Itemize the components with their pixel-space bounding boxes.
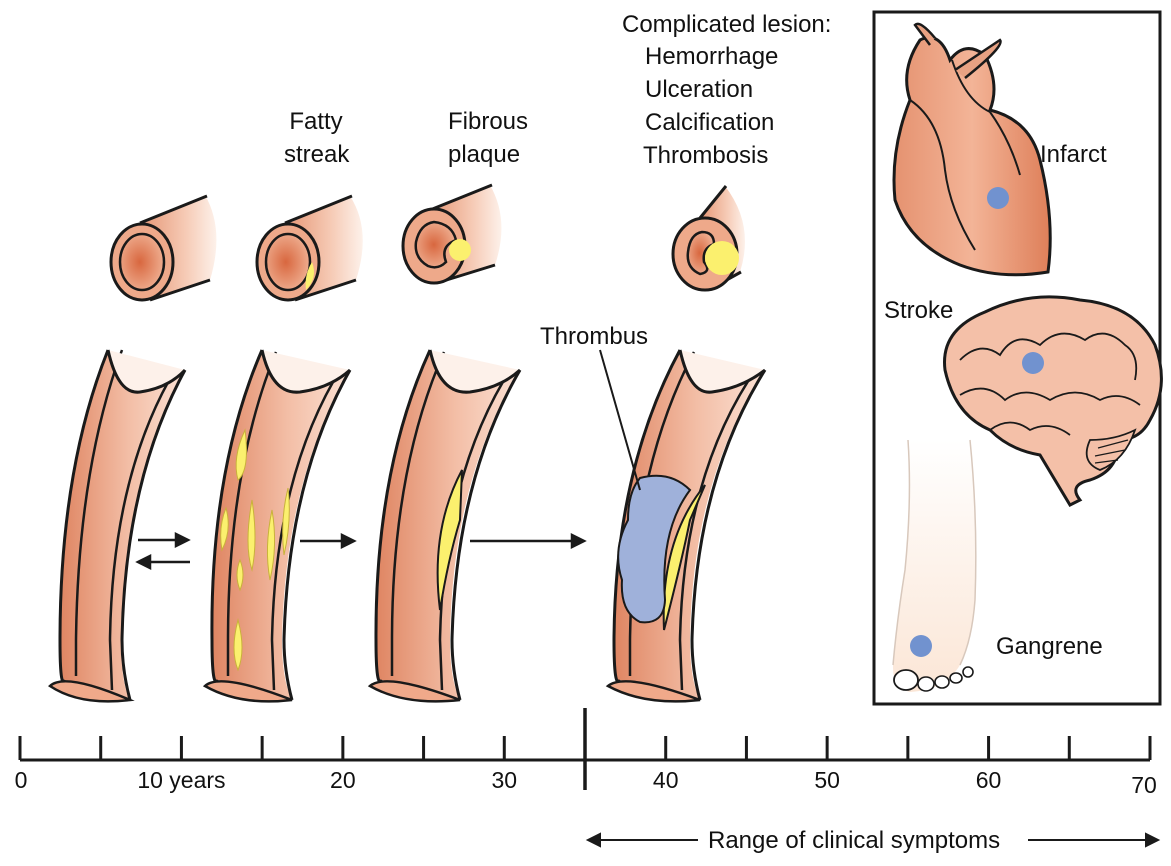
stroke-marker (1022, 352, 1044, 374)
infarct-label: Infarct (1040, 141, 1107, 168)
lesion-item-thrombosis: Thrombosis (643, 142, 769, 169)
brain-illustration (943, 295, 1163, 507)
clinical-range-label: Range of clinical symptoms (708, 827, 1001, 854)
fibrous-plaque-label: Fibrous plaque (448, 105, 528, 171)
fibrous-plaque-label-line1: Fibrous (448, 108, 529, 135)
cross-section-fatty (255, 194, 363, 302)
complicated-lesion-title: Complicated lesion: (622, 11, 832, 38)
gangrene-label: Gangrene (996, 633, 1103, 660)
fatty-streak-label: Fatty streak (284, 105, 350, 171)
infarct-marker (987, 187, 1009, 209)
fatty-streak-label-line2: streak (284, 141, 350, 168)
timeline-ticks (18, 736, 1152, 760)
cross-section-complicated (671, 185, 745, 292)
vessel-complicated (599, 349, 767, 703)
fatty-streak-label-line1: Fatty (289, 108, 343, 135)
timeline-tick-label: 40 (652, 767, 679, 793)
clinical-range-arrows (585, 832, 1161, 848)
vessel-fatty (202, 349, 352, 703)
fibrous-plaque-label-line2: plaque (448, 141, 521, 168)
gangrene-marker (910, 635, 932, 657)
stroke-label: Stroke (884, 297, 954, 324)
stage-arrows (135, 531, 587, 571)
thrombus-shape (617, 474, 692, 624)
lesion-item-hemorrhage: Hemorrhage (645, 43, 779, 70)
timeline-tick-label: 10 years (137, 767, 226, 793)
vessel-normal (47, 349, 187, 703)
thrombus-label: Thrombus (540, 323, 649, 350)
thrombus-pointer (599, 349, 641, 491)
timeline-tick-label: 0 (14, 767, 28, 793)
lesion-item-ulceration: Ulceration (645, 76, 754, 103)
timeline-tick-label: 50 (814, 767, 840, 793)
timeline-tick-label: 70 (1131, 772, 1157, 798)
timeline-tick-label: 30 (491, 767, 518, 793)
vessel-fibrous (367, 349, 522, 703)
cross-section-fibrous (401, 183, 502, 285)
cross-section-normal (109, 194, 217, 302)
complicated-lesion-list: Hemorrhage Ulceration Calcification Thro… (643, 40, 779, 172)
lesion-item-calcification: Calcification (645, 109, 775, 136)
heart-illustration (892, 22, 1052, 277)
timeline-tick-label: 60 (975, 767, 1002, 793)
timeline-tick-label: 20 (330, 767, 356, 793)
foot-illustration (892, 439, 977, 692)
